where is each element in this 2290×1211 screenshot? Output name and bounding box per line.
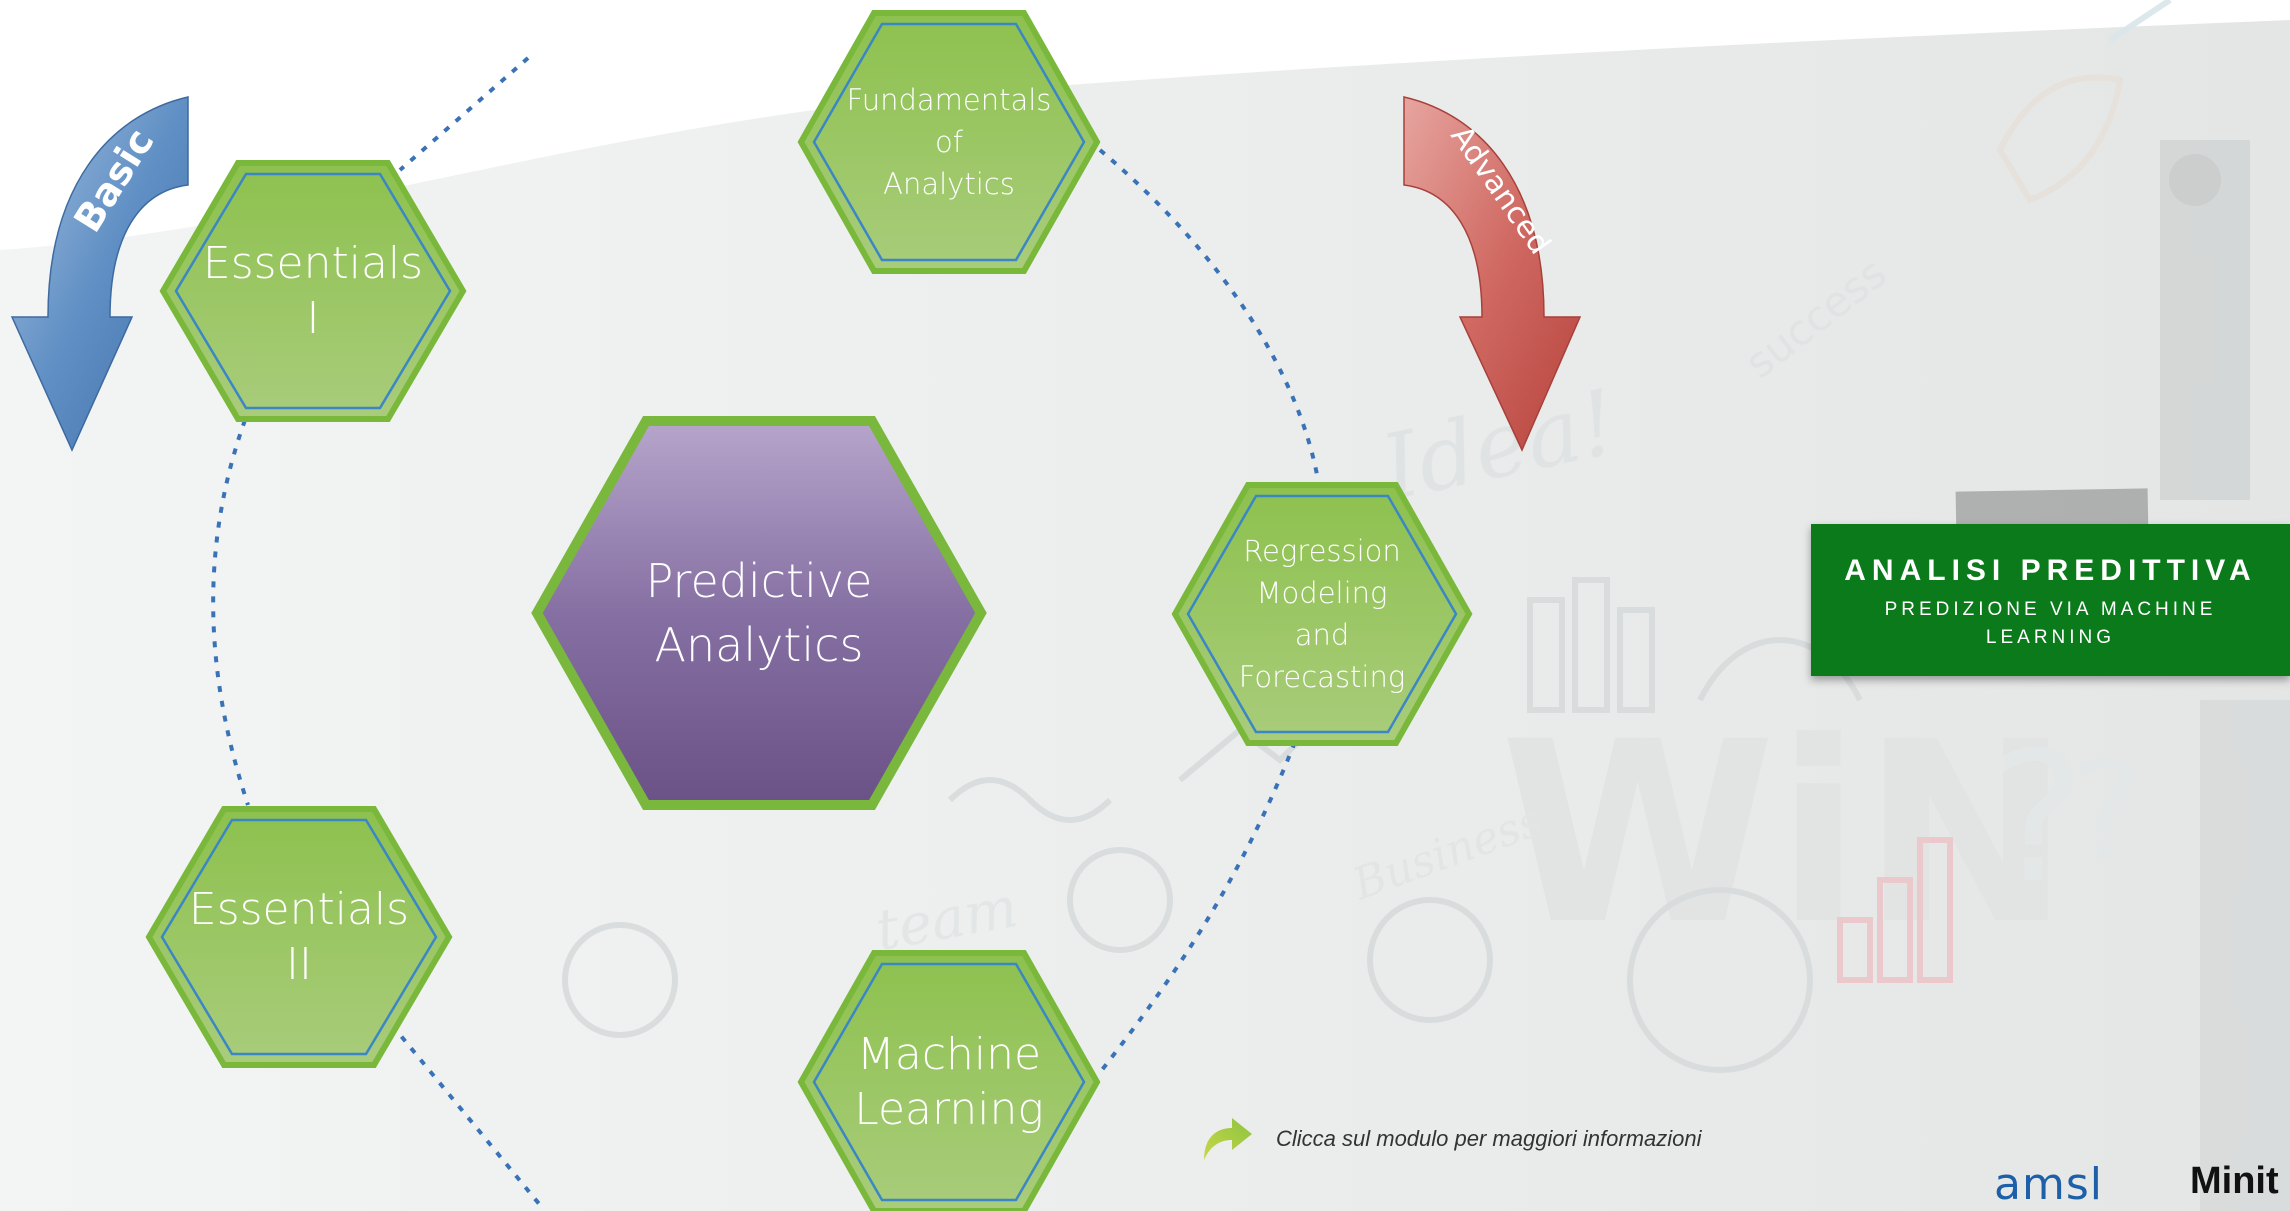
module-essentials-2[interactable]: Essentials II [145,806,453,1068]
svg-text:WiN: WiN [1500,688,2071,979]
amsl-logo: amsl [1990,1155,2140,1211]
hexagon-shape [145,806,453,1068]
hexagon-shape [159,160,467,422]
hexagon-shape [797,10,1101,274]
hint: Clicca sul modulo per maggiori informazi… [1200,1114,1702,1164]
module-fundamentals-of-analytics[interactable]: Fundamentals of Analytics [797,10,1101,274]
amsl-logo-text: amsl [1994,1159,2103,1210]
module-essentials-1[interactable]: Essentials I [159,160,467,422]
curved-arrow-icon [1204,1118,1252,1160]
module-regression-modeling-and-forecasting[interactable]: Regression Modeling and Forecasting [1171,482,1473,746]
svg-text:?: ? [2070,731,2144,894]
banner-title: ANALISI PREDITTIVA [1844,554,2257,587]
center-predictive-analytics[interactable]: Predictive Analytics [531,416,987,810]
advanced-arrow: Advanced [1403,96,1582,452]
banner-subtitle: PREDIZIONE VIA MACHINE LEARNING [1884,599,2217,648]
svg-text:?: ? [1990,714,2086,923]
hexagon-shape [1171,482,1473,746]
module-machine-learning[interactable]: Machine Learning [797,950,1101,1211]
hexagon-shape [531,416,987,810]
minitab-logo: Minit [2190,1160,2279,1202]
title-banner: ANALISI PREDITTIVA PREDIZIONE VIA MACHIN… [1811,524,2290,676]
basic-arrow: Basic [10,96,189,452]
hexagon-shape [797,950,1101,1211]
hint-text: Clicca sul modulo per maggiori informazi… [1276,1126,1702,1151]
